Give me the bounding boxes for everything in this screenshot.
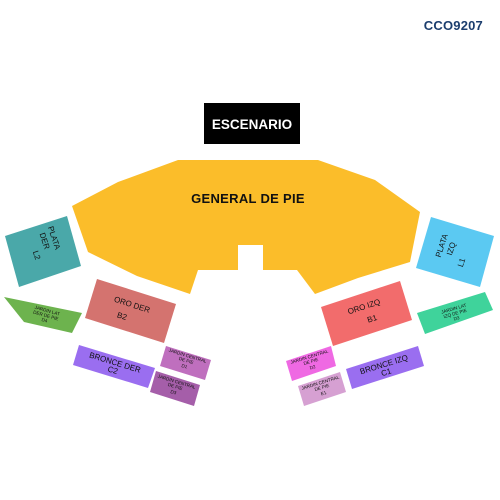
section-jardin-lat-izq-label-3: D3 xyxy=(453,315,460,322)
section-jardin-lat-izq-label-2: IZQ DE PIE xyxy=(443,308,467,319)
stage-label: ESCENARIO xyxy=(212,117,292,132)
stage: ESCENARIO xyxy=(204,103,300,144)
section-jardin-central-d3-label-3: D3 xyxy=(170,389,178,396)
section-oro-izq-label-2: B1 xyxy=(366,313,379,325)
section-oro-der[interactable]: ORO DER B2 xyxy=(85,279,176,343)
section-bronce-der-label-2: C2 xyxy=(106,365,119,377)
section-jardin-central-d1-label-3: D1 xyxy=(181,363,189,370)
venue-code: CCO9207 xyxy=(423,18,483,33)
section-general-shape[interactable] xyxy=(72,160,420,294)
section-jardin-central-d2-label-3: D2 xyxy=(309,364,317,371)
section-jardin-lat-izq-shape[interactable] xyxy=(417,292,493,334)
section-plata-der-label-3: L2 xyxy=(31,250,42,262)
section-jardin-central-e1[interactable]: JARDIN CENTRAL DE PIE E1 xyxy=(298,372,346,406)
section-jardin-lat-der[interactable]: JARDIN LAT DER DE PIE D4 xyxy=(4,297,82,333)
section-general-de-pie[interactable]: GENERAL DE PIE xyxy=(72,160,420,294)
section-oro-izq[interactable]: ORO IZQ B1 xyxy=(321,281,412,346)
section-jardin-central-d2-label-2: DE PIE xyxy=(303,357,319,366)
section-bronce-der[interactable]: BRONCE DER C2 xyxy=(73,345,155,388)
section-bronce-izq-label-2: C1 xyxy=(380,366,393,378)
section-bronce-izq[interactable]: BRONCE IZQ C1 xyxy=(346,346,424,389)
section-jardin-central-d2-shape[interactable] xyxy=(286,346,336,381)
section-bronce-der-shape[interactable] xyxy=(73,345,155,388)
section-plata-izq-label-3: L1 xyxy=(456,256,467,268)
section-jardin-central-e1-label-2: DE PIE xyxy=(314,383,330,392)
section-oro-izq-shape[interactable] xyxy=(321,281,412,346)
section-oro-der-label-2: B2 xyxy=(116,310,129,322)
section-jardin-lat-der-label-2: DER DE PIE xyxy=(33,309,59,321)
section-jardin-central-d2[interactable]: JARDIN CENTRAL DE PIE D2 xyxy=(286,346,336,381)
section-general-label: GENERAL DE PIE xyxy=(191,191,305,206)
section-jardin-lat-izq[interactable]: JARDIN LAT IZQ DE PIE D3 xyxy=(417,292,493,334)
stage-block xyxy=(204,103,300,144)
section-plata-der-shape[interactable] xyxy=(5,216,81,287)
section-plata-der[interactable]: PLATA DER L2 xyxy=(5,216,81,287)
section-jardin-central-d3-shape[interactable] xyxy=(150,371,200,406)
section-jardin-central-e1-label-3: E1 xyxy=(320,390,327,397)
section-plata-izq-shape[interactable] xyxy=(416,217,494,287)
section-plata-izq[interactable]: PLATA IZQ L1 xyxy=(416,217,494,287)
section-jardin-central-d3-label-2: DE PIE xyxy=(167,382,183,391)
section-jardin-central-e1-shape[interactable] xyxy=(298,372,346,406)
section-oro-der-shape[interactable] xyxy=(85,279,176,343)
section-jardin-central-d1-shape[interactable] xyxy=(160,346,211,380)
section-jardin-central-d1[interactable]: JARDIN CENTRAL DE PIE D1 xyxy=(160,346,211,380)
section-plata-izq-label-2: IZQ xyxy=(445,241,458,256)
section-jardin-lat-der-label-3: D4 xyxy=(41,317,48,324)
section-jardin-lat-der-shape[interactable] xyxy=(4,297,82,333)
section-jardin-central-d3[interactable]: JARDIN CENTRAL DE PIE D3 xyxy=(150,371,200,406)
section-bronce-izq-shape[interactable] xyxy=(346,346,424,389)
section-jardin-central-d1-label-2: DE PIE xyxy=(178,356,194,365)
